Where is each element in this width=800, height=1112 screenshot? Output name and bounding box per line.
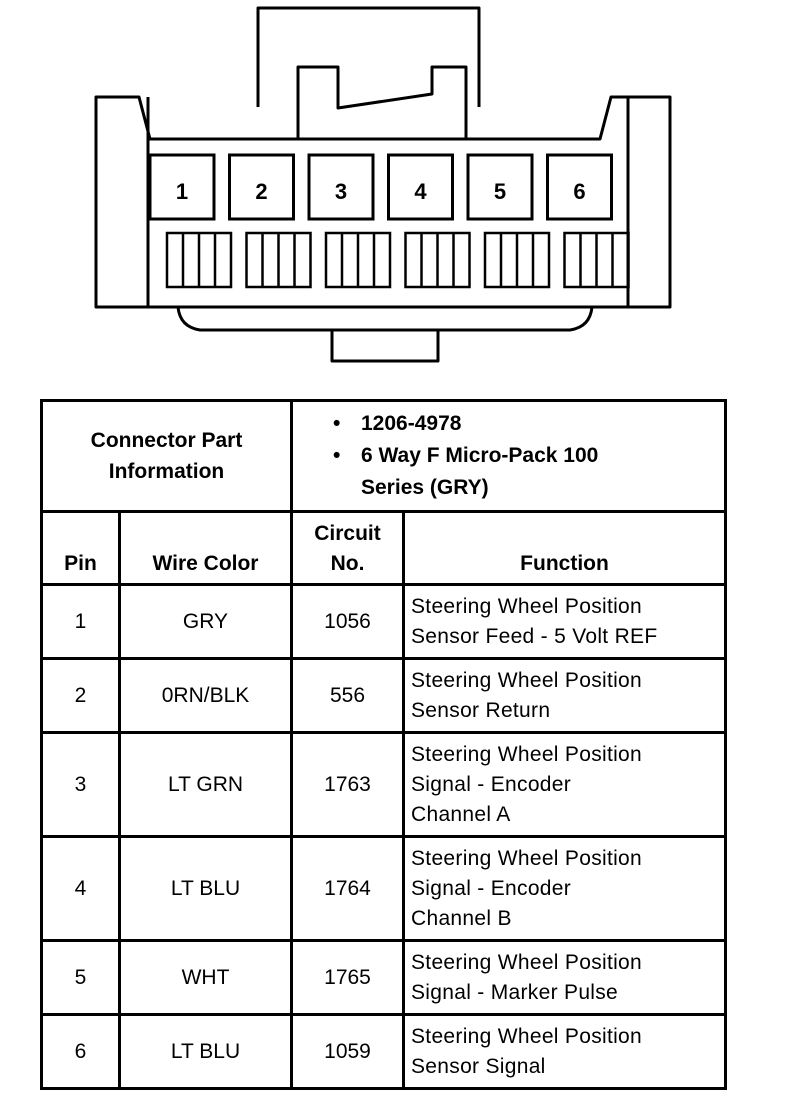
pin-cell: 1 [40,583,121,660]
header-wire-color: Wire Color [118,510,293,586]
function-line: Signal - Encoder [411,772,572,796]
header-function: Function [401,510,728,586]
header-pin: Pin [40,510,121,586]
connector-lock-inner [296,65,468,140]
cavity-1 [148,153,216,221]
function-line: Steering Wheel Position [411,950,643,974]
cavity-label-5: 5 [494,179,506,204]
cavity-4 [387,153,454,221]
wire-color-cell: LT BLU [118,1013,293,1090]
function-line: Sensor Feed - 5 Volt REF [411,624,658,648]
part-info-values: 1206-4978 6 Way F Micro-Pack 100 Series … [289,399,728,513]
part-info-label-line2: Information [108,460,225,483]
circuit-cell: 1764 [290,835,405,942]
function-line: Sensor Signal [411,1054,546,1078]
wire-color-cell: 0RN/BLK [118,657,293,734]
wire-color-cell: GRY [118,583,293,660]
cavity-label-2: 2 [255,179,267,204]
circuit-cell: 1763 [290,731,405,838]
function-line: Signal - Marker Pulse [411,980,619,1004]
part-number: 1206-4978 [333,408,724,440]
function-line: Steering Wheel Position [411,742,643,766]
part-info-label-line1: Connector Part [90,429,243,452]
cavity-label-3: 3 [335,179,347,204]
connector-housing [94,95,672,309]
wire-color-cell: WHT [118,939,293,1016]
function-line: Steering Wheel Position [411,1024,643,1048]
header-circuit-line2: No. [330,552,365,575]
wire-color-cell: LT GRN [118,731,293,838]
pin-cell: 4 [40,835,121,942]
wire-color-cell: LT BLU [118,835,293,942]
circuit-cell: 1765 [290,939,405,1016]
header-circuit-line1: Circuit [314,522,381,545]
connector-diagram: 1 2 3 4 5 6 [94,6,672,363]
cavity-5 [466,153,534,221]
part-info-row: Connector Part Information 1206-4978 6 W… [40,399,728,513]
connector-bottom-tab [330,330,440,363]
pin-cell: 2 [40,657,121,734]
function-line: Channel A [411,802,511,826]
part-info-label: Connector Part Information [40,399,293,513]
cavity-3 [307,153,375,221]
function-line: Channel B [411,906,512,930]
circuit-cell: 556 [290,657,405,734]
function-line: Steering Wheel Position [411,594,643,618]
circuit-cell: 1059 [290,1013,405,1090]
cavity-label-1: 1 [176,179,188,204]
cavity-label-6: 6 [573,179,585,204]
pin-cell: 3 [40,731,121,838]
connector-series: Series (GRY) [361,476,489,499]
cavity-2 [228,153,295,221]
function-line: Signal - Encoder [411,876,572,900]
cavity-label-4: 4 [414,179,427,204]
cavity-6 [546,153,613,221]
function-line: Sensor Return [411,698,551,722]
circuit-cell: 1056 [290,583,405,660]
column-header-row: Pin Wire Color Circuit No. Function [40,510,728,586]
connector-lock-tab [256,6,481,107]
connector-bottom-latch [176,306,594,332]
header-circuit-no: Circuit No. [290,510,405,586]
function-line: Steering Wheel Position [411,846,643,870]
connector-type: 6 Way F Micro-Pack 100 [333,440,724,472]
function-line: Steering Wheel Position [411,668,643,692]
connector-info-table: Connector Part Information 1206-4978 6 W… [40,399,728,1090]
pin-cell: 5 [40,939,121,1016]
pin-cell: 6 [40,1013,121,1090]
